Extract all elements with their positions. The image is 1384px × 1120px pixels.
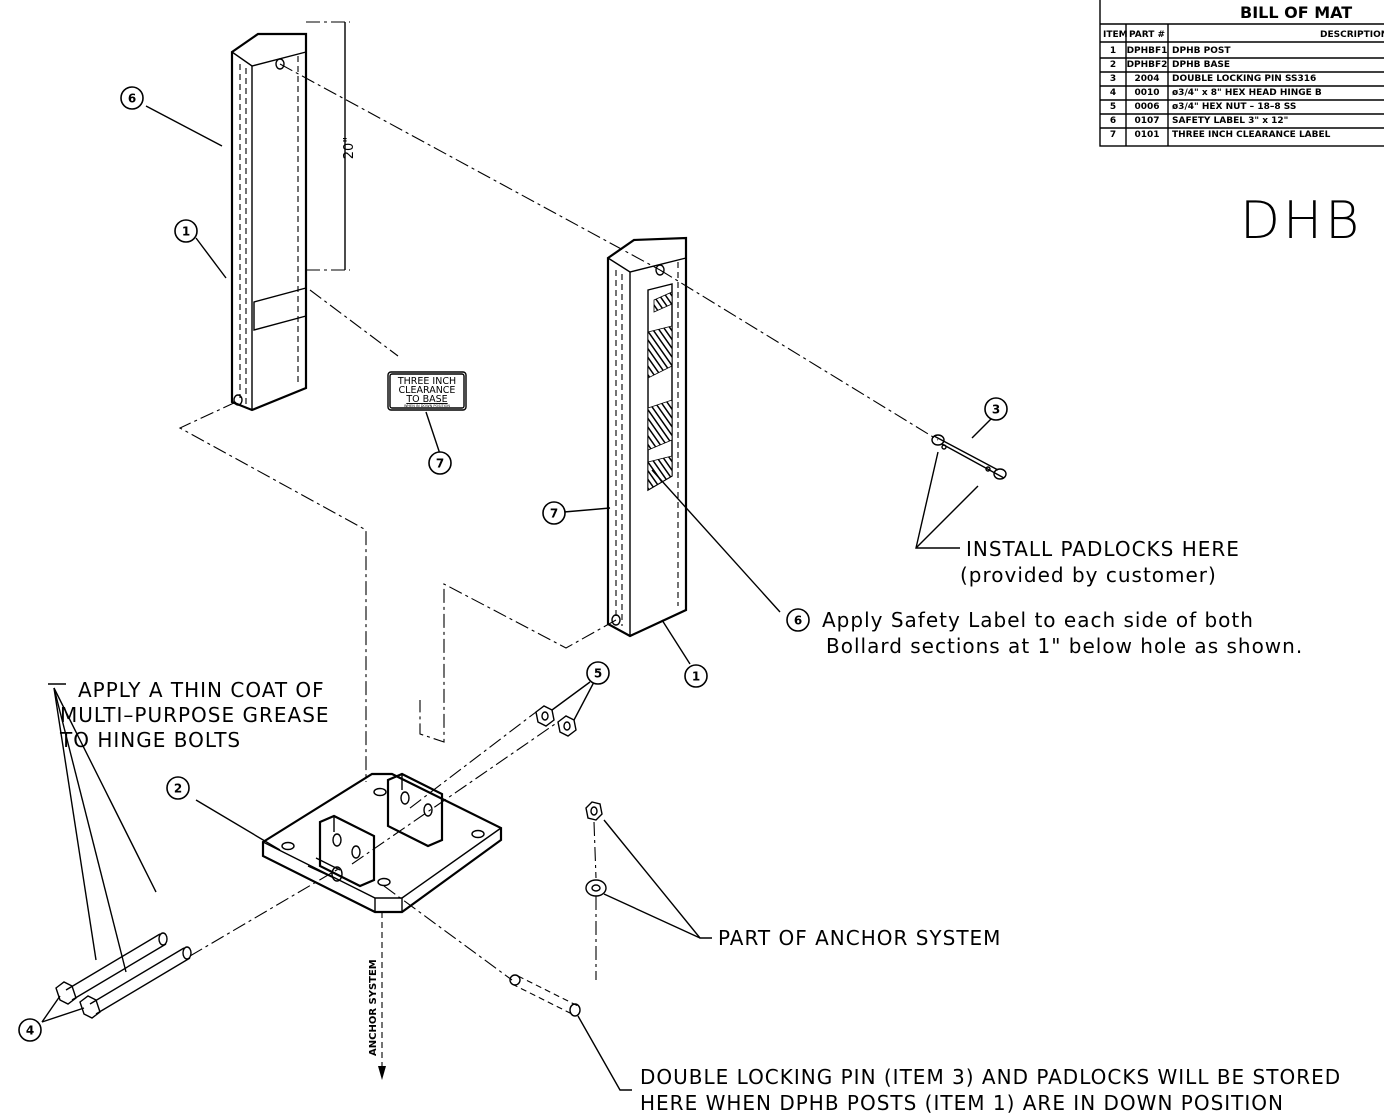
left-post: 20" xyxy=(230,21,357,412)
bom-item-1: 1 xyxy=(1110,46,1116,56)
bom-part-3: 2004 xyxy=(1134,74,1159,84)
bom-description-6: SAFETY LABEL 3" x 12" xyxy=(1172,116,1288,126)
balloon-item-3: 3 xyxy=(992,403,1000,417)
clearance-label-line4: WHEN IN DOWN POSITION xyxy=(404,404,450,408)
drawing-title: DHB xyxy=(1240,191,1362,251)
bom-part-6: 0107 xyxy=(1134,116,1159,126)
anchor-hardware xyxy=(585,801,607,897)
grease-note-line2: MULTI–PURPOSE GREASE xyxy=(60,703,330,727)
safety-label-note-line2: Bollard sections at 1" below hole as sho… xyxy=(826,634,1303,658)
balloon-item-4: 4 xyxy=(26,1024,34,1038)
locking-pin xyxy=(931,434,1007,480)
bom-item-4: 4 xyxy=(1110,88,1116,98)
balloon-item-6-right: 6 xyxy=(794,614,802,628)
clearance-label-line1: THREE INCH xyxy=(397,376,456,387)
bom-description-1: DPHB POST xyxy=(1172,46,1231,56)
storage-note-line2: HERE WHEN DPHB POSTS (ITEM 1) ARE IN DOW… xyxy=(640,1091,1284,1115)
right-post xyxy=(606,236,688,638)
bom-header-description: DESCRIPTION xyxy=(1320,30,1384,40)
bom-part-7: 0101 xyxy=(1134,130,1159,140)
base-plate xyxy=(261,772,503,914)
anchor-system-label: ANCHOR SYSTEM xyxy=(368,959,379,1056)
item-balloons: 6 1 7 3 7 6 1 5 2 4 xyxy=(18,86,1008,1042)
padlocks-note-line1: INSTALL PADLOCKS HERE xyxy=(966,537,1240,561)
bom-item-3: 3 xyxy=(1110,74,1116,84)
grease-note-line3: TO HINGE BOLTS xyxy=(59,728,241,752)
anchor-system-part-note: PART OF ANCHOR SYSTEM xyxy=(718,926,1001,950)
bom-part-4: 0010 xyxy=(1134,88,1159,98)
bom-item-5: 5 xyxy=(1110,102,1116,112)
balloon-item-7-post: 7 xyxy=(550,507,558,521)
callout-notes: INSTALL PADLOCKS HERE (provided by custo… xyxy=(59,537,1341,1115)
bom-part-1: DPHBF1 xyxy=(1127,46,1168,56)
bom-description-7: THREE INCH CLEARANCE LABEL xyxy=(1172,130,1331,140)
bom-part-5: 0006 xyxy=(1134,102,1159,112)
padlocks-note-line2: (provided by customer) xyxy=(960,563,1217,587)
hex-nuts xyxy=(535,705,577,737)
bom-part-2: DPHBF2 xyxy=(1127,60,1168,70)
bom-item-6: 6 xyxy=(1110,116,1116,126)
balloon-item-2: 2 xyxy=(174,782,182,796)
storage-note-line1: DOUBLE LOCKING PIN (ITEM 3) AND PADLOCKS… xyxy=(640,1065,1341,1089)
balloon-item-1-left: 1 xyxy=(182,225,190,239)
leader-lines xyxy=(41,105,993,1091)
assembly-lines xyxy=(178,63,939,1080)
bom-description-4: ø3/4" x 8" HEX HEAD HINGE B xyxy=(1172,88,1322,98)
balloon-item-1-right: 1 xyxy=(692,670,700,684)
bom-item-7: 7 xyxy=(1110,130,1116,140)
stored-pin xyxy=(509,974,581,1017)
grease-note-line1: APPLY A THIN COAT OF xyxy=(78,678,325,702)
balloon-item-6-left: 6 xyxy=(128,92,136,106)
bom-description-2: DPHB BASE xyxy=(1172,60,1230,70)
clearance-label: THREE INCH CLEARANCE TO BASE WHEN IN DOW… xyxy=(387,371,467,411)
bom-header-item: ITEM xyxy=(1103,30,1128,40)
clearance-label-line2: CLEARANCE xyxy=(399,385,456,396)
clearance-label-line3: TO BASE xyxy=(405,394,447,405)
bom-description-3: DOUBLE LOCKING PIN SS316 xyxy=(1172,74,1316,84)
bom-description-5: ø3/4" HEX NUT – 18–8 SS xyxy=(1172,102,1296,112)
safety-label-note-line1: Apply Safety Label to each side of both xyxy=(822,608,1254,632)
balloon-item-7-label: 7 xyxy=(436,457,444,471)
bom-item-2: 2 xyxy=(1110,60,1116,70)
bom-header-part: PART # xyxy=(1129,30,1165,40)
hinge-bolts xyxy=(55,932,192,1019)
dimension-20in: 20" xyxy=(342,137,357,160)
bom-title: BILL OF MAT xyxy=(1240,3,1352,22)
balloon-item-5: 5 xyxy=(594,667,602,681)
safety-label xyxy=(647,283,673,492)
